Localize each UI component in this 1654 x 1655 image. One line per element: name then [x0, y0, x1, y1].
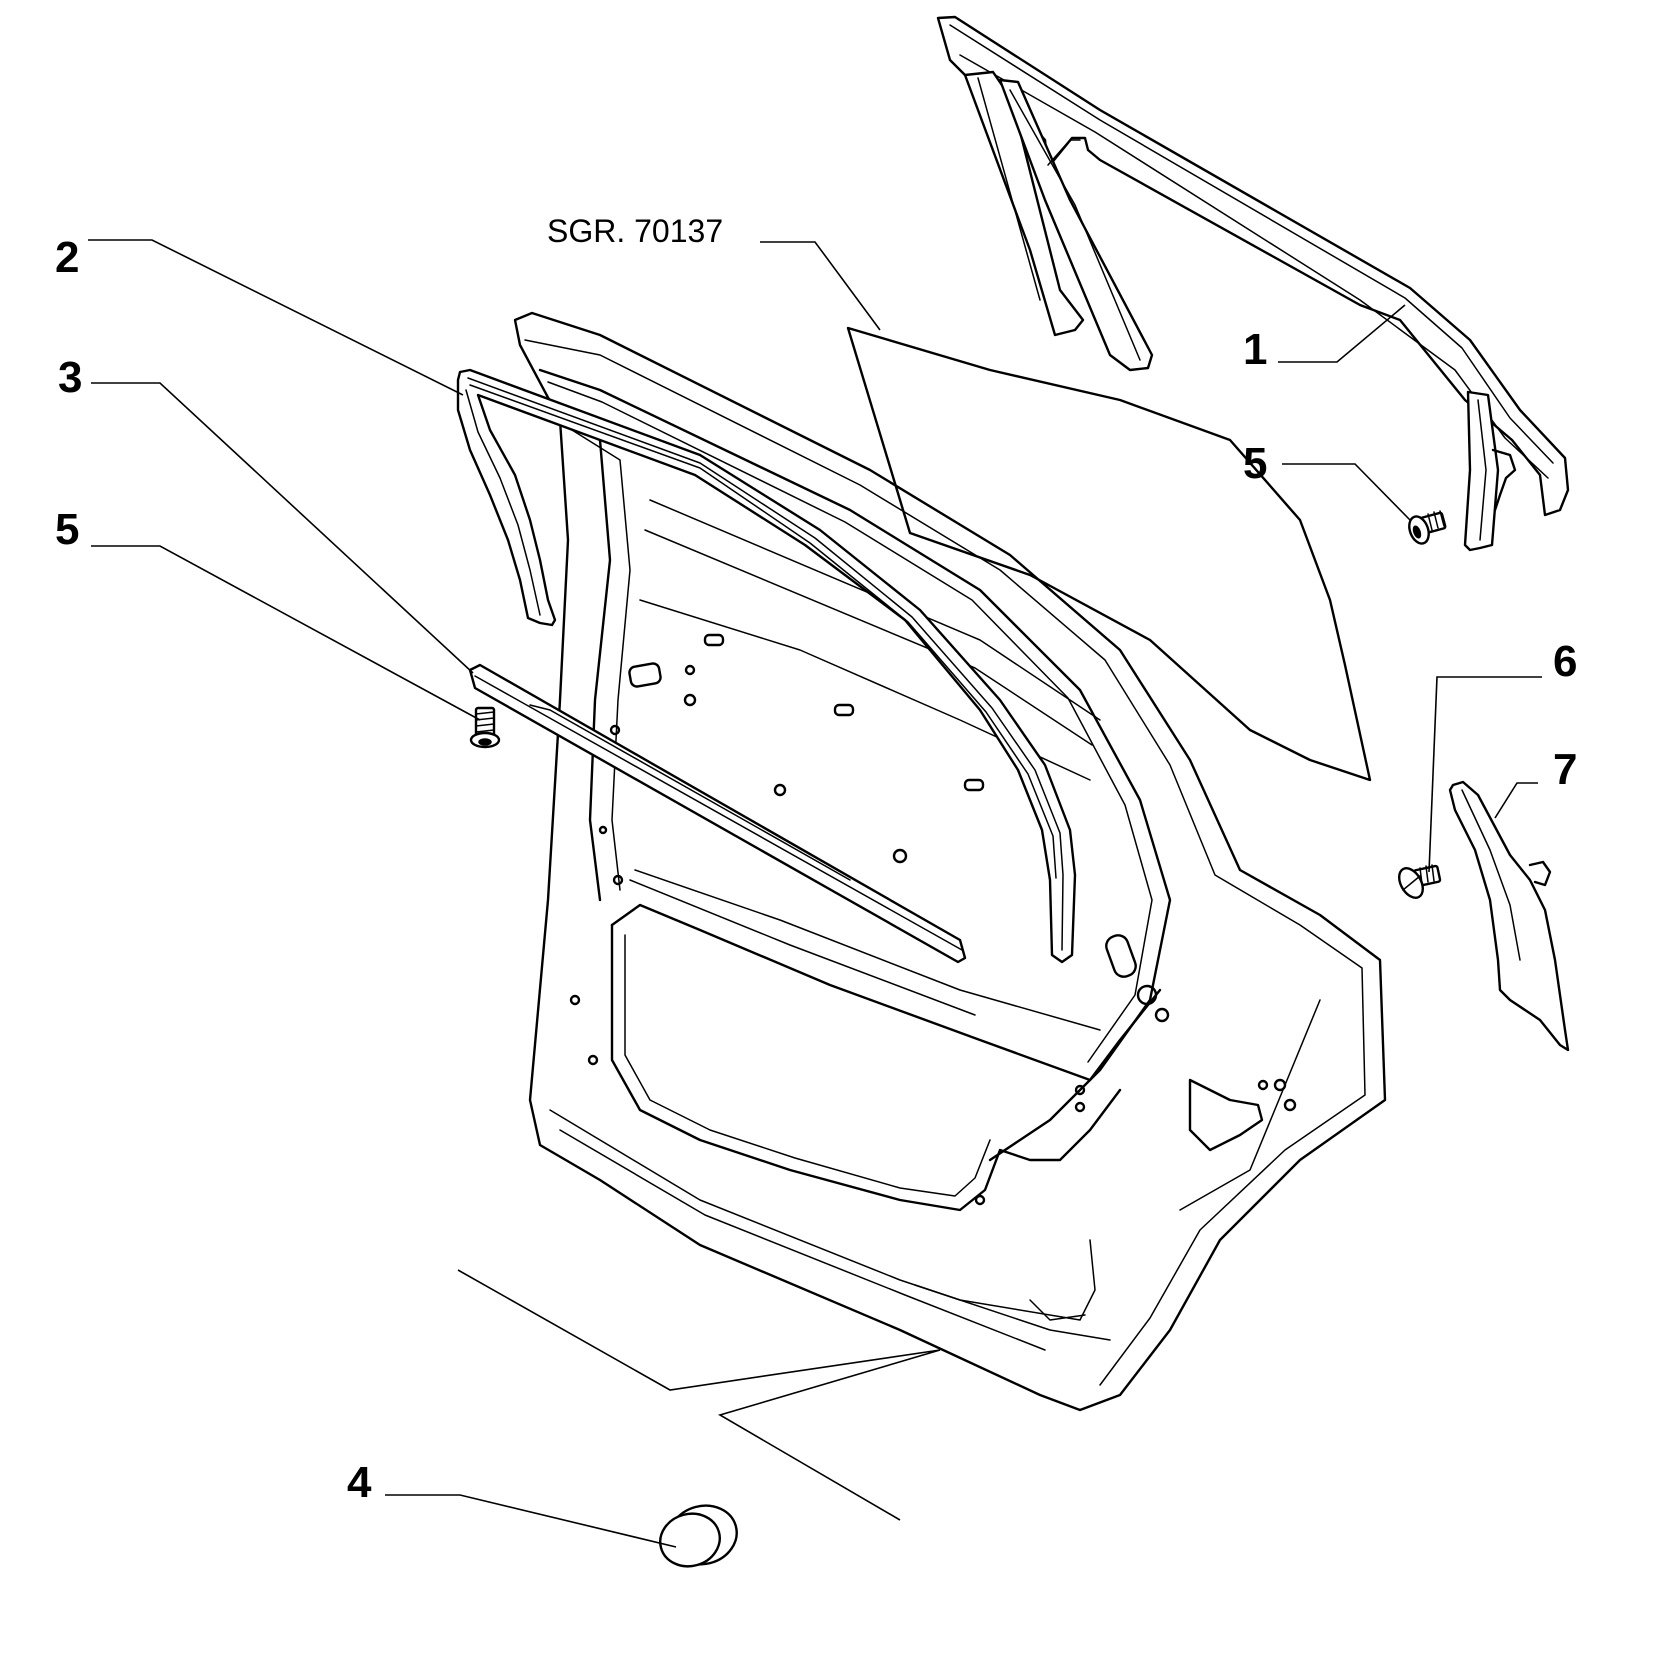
leader-5-right	[1282, 463, 1411, 521]
leader-ref	[760, 241, 881, 331]
callout-1: 1	[1243, 325, 1267, 374]
part-3-belt-molding	[468, 663, 967, 964]
part-2-window-frame-seal	[456, 368, 1077, 964]
part-5-screw-left	[469, 706, 501, 749]
part-1-glass-run-channel	[936, 15, 1570, 552]
part-5-screw-right	[1408, 510, 1447, 545]
callout-2: 2	[55, 233, 79, 282]
leader-3	[91, 382, 474, 674]
part-6-screw	[1398, 864, 1442, 899]
callout-4: 4	[347, 1458, 372, 1507]
leader-6	[1428, 676, 1542, 873]
callout-5-right: 5	[1243, 439, 1267, 488]
callout-7: 7	[1553, 745, 1577, 794]
leader-5-left	[91, 545, 481, 721]
leader-lines	[88, 239, 1542, 1548]
door-shell	[513, 311, 1387, 1412]
leader-1	[1278, 304, 1406, 363]
callout-6: 6	[1553, 637, 1577, 686]
reference-label: SGR. 70137	[547, 213, 723, 249]
leader-4-cluster	[457, 1269, 941, 1521]
leader-2	[88, 239, 464, 396]
callout-labels: 1 2 3 5 5 6 7 4 SGR. 70137	[55, 213, 1577, 1507]
callout-5-left: 5	[55, 505, 79, 554]
callout-3: 3	[58, 353, 82, 402]
leader-4	[385, 1494, 677, 1548]
leader-7	[1494, 782, 1538, 819]
part-4-plug	[659, 1504, 738, 1568]
window-glass	[846, 326, 1372, 782]
part-7-trim-cover	[1448, 780, 1570, 1052]
